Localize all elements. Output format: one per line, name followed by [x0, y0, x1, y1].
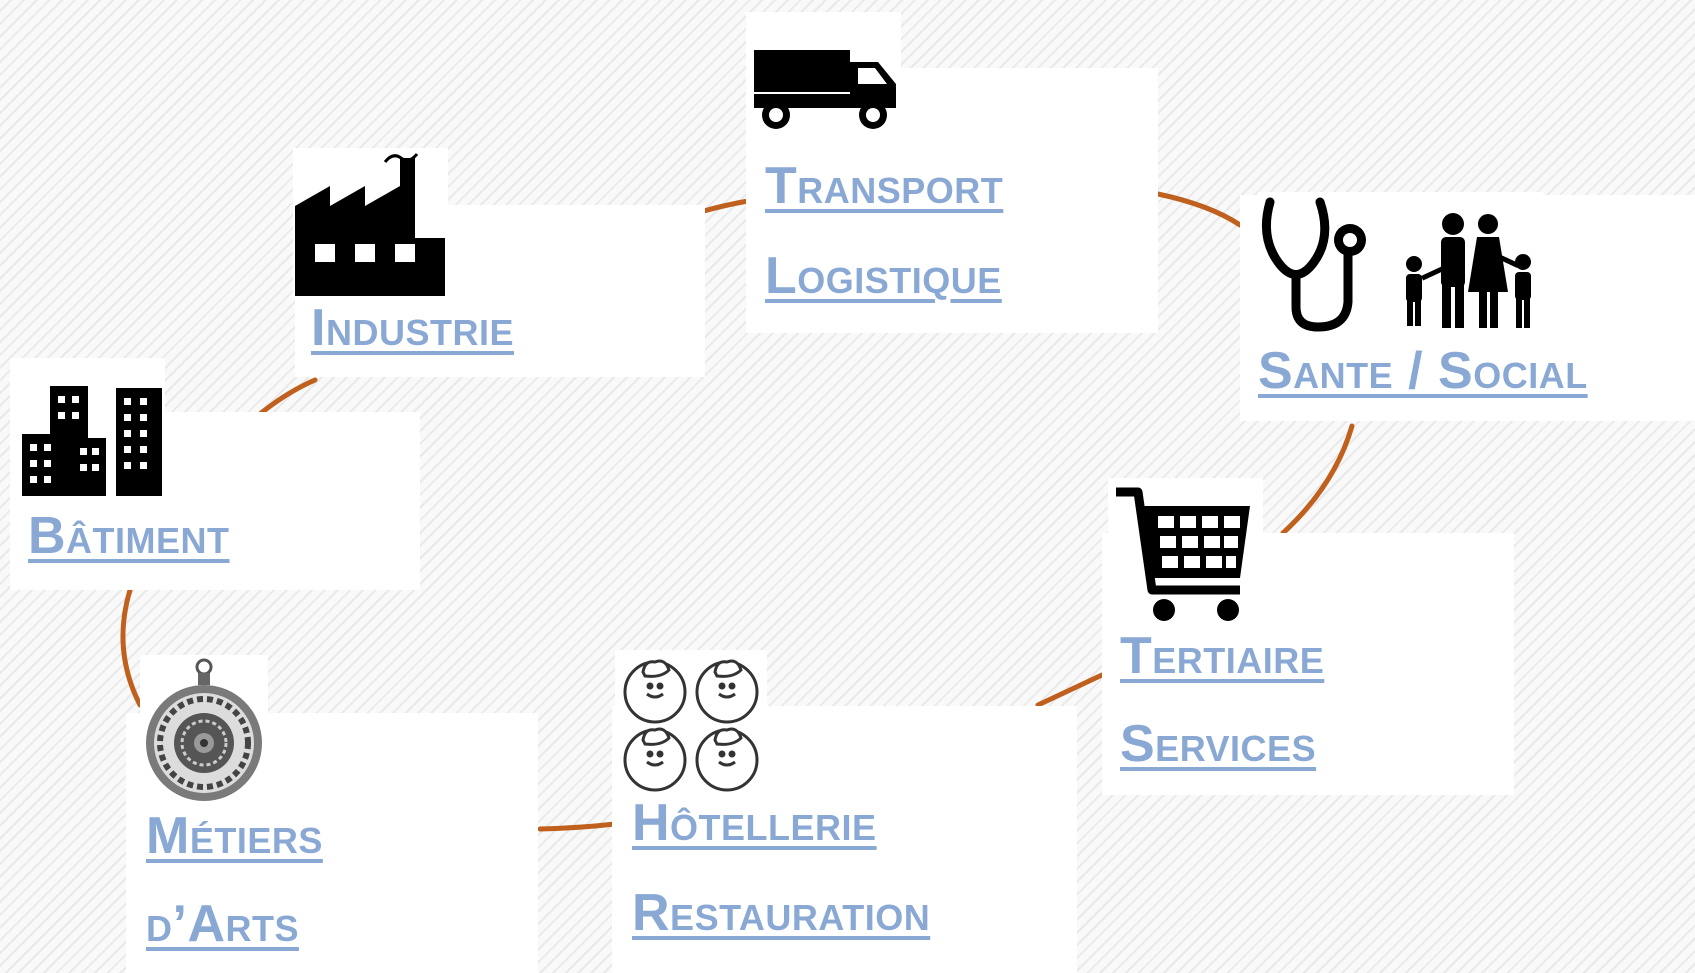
- truck-icon: [746, 12, 901, 132]
- chefs-icon: [615, 650, 767, 798]
- connector-hotellerie-metiers: [537, 821, 618, 832]
- link-hotellerie[interactable]: Hôtellerie: [632, 794, 877, 852]
- connector-sante-tertiaire: [1280, 423, 1355, 536]
- connector-industrie-transport: [697, 198, 751, 215]
- connector-metiers-batiment: [120, 587, 143, 708]
- link-restauration[interactable]: Restauration: [632, 884, 931, 942]
- connector-transport-sante: [1155, 191, 1243, 228]
- connector-tertiaire-hotellerie: [1035, 672, 1105, 708]
- link-batiment[interactable]: Bâtiment: [28, 507, 230, 565]
- link-logistique[interactable]: Logistique: [765, 247, 1002, 305]
- link-sante-social[interactable]: Sante / Social: [1258, 342, 1588, 400]
- factory-icon: [293, 148, 448, 296]
- link-metiers[interactable]: Métiers: [146, 807, 323, 865]
- link-transport[interactable]: Transport: [765, 157, 1004, 215]
- stethoscope-family-icon: [1258, 192, 1543, 342]
- link-tertiaire[interactable]: Tertiaire: [1120, 627, 1325, 685]
- link-services[interactable]: Services: [1120, 715, 1317, 773]
- shopping-cart-icon: [1108, 478, 1263, 626]
- medallion-icon: [140, 655, 268, 803]
- link-darts[interactable]: d’Arts: [146, 895, 299, 953]
- link-industrie[interactable]: Industrie: [311, 299, 514, 357]
- buildings-icon: [10, 358, 165, 496]
